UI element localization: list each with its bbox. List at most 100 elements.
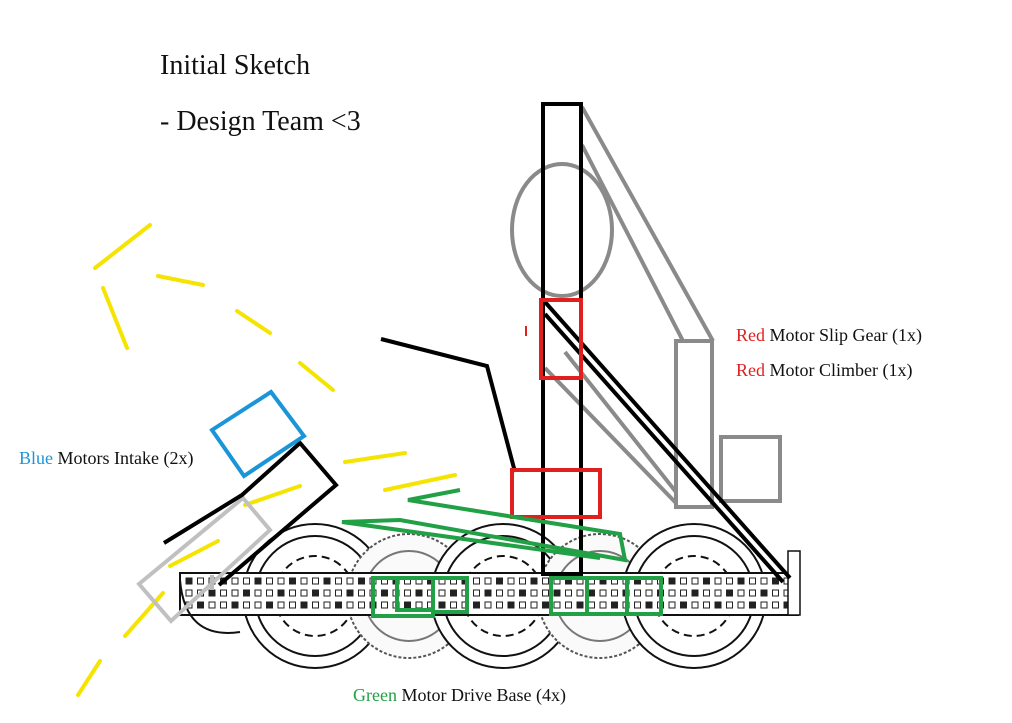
rail-hole — [703, 601, 710, 609]
rail-hole — [496, 589, 503, 597]
red-climber-box — [510, 468, 602, 519]
rail-hole — [335, 577, 342, 585]
rail-hole — [243, 577, 250, 585]
rail-hole — [507, 577, 515, 585]
rail-hole — [484, 589, 492, 597]
rail-hole — [277, 577, 285, 585]
rail-hole — [300, 577, 308, 585]
rail-hole — [726, 589, 733, 597]
rail-hole — [358, 577, 365, 585]
rail-hole — [737, 601, 745, 609]
rail-hole — [714, 589, 722, 597]
rail-hole — [185, 589, 193, 597]
rail-hole — [335, 589, 342, 597]
rail-hole — [312, 577, 319, 585]
label-drive: Green Motor Drive Base (4x) — [353, 685, 566, 706]
rail-hole — [220, 589, 227, 597]
rail-hole — [680, 577, 687, 585]
rail-hole — [404, 589, 411, 597]
rail-hole — [243, 589, 250, 597]
sketch-subtitle: - Design Team <3 — [160, 106, 361, 137]
rail-hole — [312, 589, 319, 597]
rail-hole — [703, 589, 710, 597]
rail-hole — [300, 589, 308, 597]
rail-hole — [772, 601, 779, 609]
rail-hole — [507, 589, 515, 597]
rail-hole — [668, 577, 676, 585]
rail-hole — [576, 601, 584, 609]
rail-hole — [243, 601, 250, 609]
rail-hole — [415, 589, 423, 597]
rail-hole — [749, 601, 756, 609]
rail-hole — [266, 601, 273, 609]
rail-hole — [726, 601, 733, 609]
rail-hole — [530, 601, 538, 609]
rail-hole — [668, 601, 676, 609]
rail-hole — [599, 601, 607, 609]
intake-frame — [162, 440, 339, 587]
rail-hole — [760, 601, 768, 609]
rail-hole — [346, 589, 354, 597]
rail-hole — [634, 589, 641, 597]
label-slip-gear-text: Motor Slip Gear (1x) — [765, 325, 922, 345]
rail-hole — [266, 589, 273, 597]
rail-hole — [312, 601, 319, 609]
rail-hole — [450, 601, 457, 609]
rail-hole — [473, 589, 480, 597]
rail-hole — [519, 589, 526, 597]
rail-hole — [576, 589, 584, 597]
rail-hole — [358, 601, 365, 609]
rail-hole — [208, 589, 216, 597]
rail-hole — [438, 589, 446, 597]
rail-hole — [542, 589, 549, 597]
rail-hole — [588, 601, 595, 609]
rail-hole — [565, 601, 572, 609]
gray-box-square — [719, 435, 782, 503]
rail-hole — [450, 589, 457, 597]
rail-hole — [542, 601, 549, 609]
label-climber: Red Motor Climber (1x) — [736, 360, 912, 381]
rail-hole — [289, 601, 296, 609]
rail-hole — [220, 601, 227, 609]
rail-hole — [358, 589, 365, 597]
gray-ellipse — [510, 162, 614, 298]
red-slip-gear-box — [539, 298, 583, 380]
rail-hole — [323, 601, 331, 609]
rail-hole — [611, 601, 618, 609]
rail-hole — [749, 589, 756, 597]
rail-hole — [519, 577, 526, 585]
rail-hole — [611, 589, 618, 597]
gray-parts — [136, 106, 782, 624]
rail-hole — [530, 577, 538, 585]
rail-hole — [289, 577, 296, 585]
rail-hole — [634, 601, 641, 609]
red-motors — [510, 298, 602, 519]
label-intake: Blue Motors Intake (2x) — [19, 448, 193, 469]
rail-hole — [415, 601, 423, 609]
rail-hole — [254, 601, 262, 609]
rail-hole — [381, 601, 388, 609]
rail-hole — [381, 589, 388, 597]
rail-hole — [323, 577, 331, 585]
rail-hole — [588, 589, 595, 597]
rail-hole — [714, 601, 722, 609]
rail-hole — [484, 601, 492, 609]
rail-hole — [484, 577, 492, 585]
rail-hole — [565, 589, 572, 597]
rail-hole — [737, 589, 745, 597]
rail-hole — [772, 577, 779, 585]
rail-hole — [438, 601, 446, 609]
rail-hole — [197, 601, 204, 609]
rail-hole — [726, 577, 733, 585]
rail-hole — [289, 589, 296, 597]
rail-hole — [197, 577, 204, 585]
rail-hole — [553, 589, 561, 597]
ball-trajectory-dashes — [76, 223, 457, 697]
label-slip-gear: Red Motor Slip Gear (1x) — [736, 325, 922, 346]
sketch-title: Initial Sketch — [160, 50, 311, 81]
label-intake-color: Blue — [19, 448, 53, 468]
rail-hole — [553, 601, 561, 609]
rail-hole — [507, 601, 515, 609]
rail-hole — [691, 601, 699, 609]
label-intake-text: Motors Intake (2x) — [53, 448, 194, 468]
